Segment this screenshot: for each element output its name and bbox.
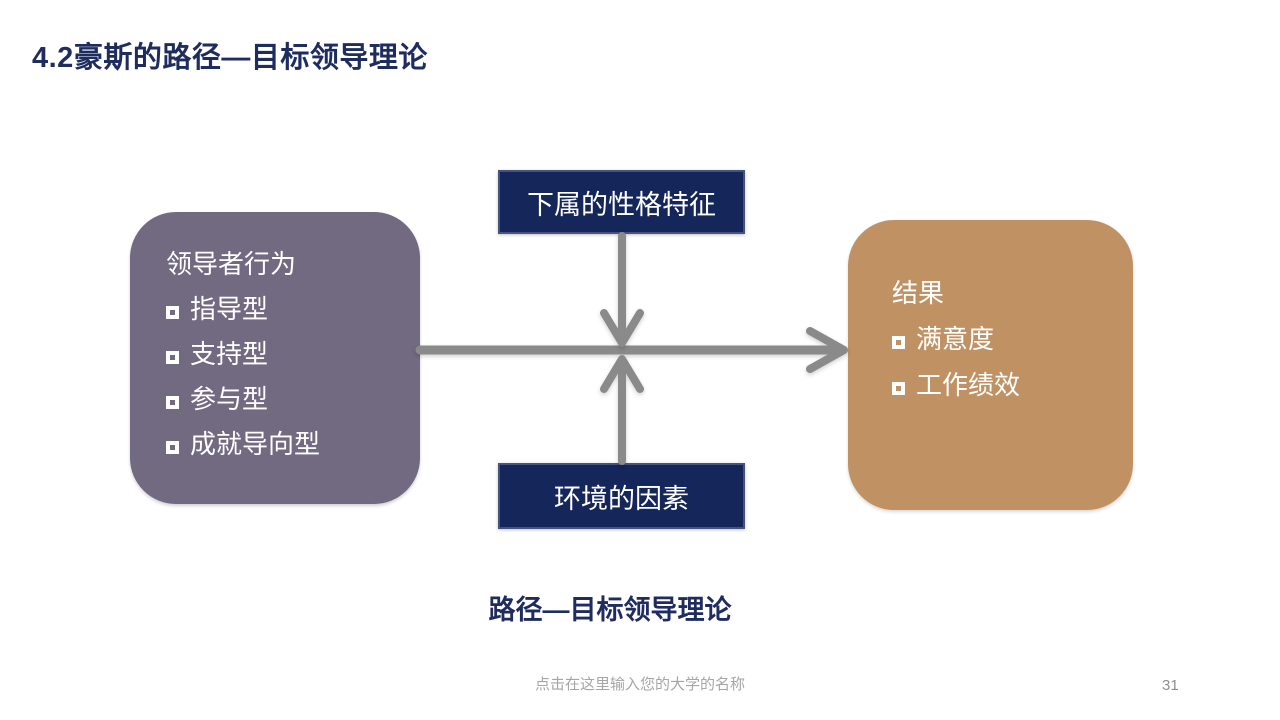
environment-factors-label: 环境的因素 [554, 483, 689, 514]
list-item: 工作绩效 [892, 362, 1113, 408]
checkbox-bullet-icon [166, 396, 179, 409]
result-box-title: 结果 [892, 278, 945, 308]
result-box: 结果 满意度 工作绩效 [848, 220, 1133, 510]
subordinate-traits-box: 下属的性格特征 [498, 170, 745, 234]
arrow-leader-to-result-icon [415, 327, 848, 373]
arrow-environment-factors-up-icon [600, 355, 644, 465]
checkbox-bullet-icon [892, 382, 905, 395]
arrow-subordinate-traits-down-icon [600, 232, 644, 347]
leader-behavior-box: 领导者行为 指导型 支持型 参与型 成就导向型 [130, 212, 420, 504]
footer-placeholder: 点击在这里输入您的大学的名称 [534, 676, 745, 693]
list-item: 指导型 [166, 287, 400, 332]
diagram-caption: 路径—目标领导理论 [488, 595, 732, 625]
list-item: 支持型 [166, 332, 400, 377]
list-item-label: 成就导向型 [190, 429, 321, 459]
leader-box-title: 领导者行为 [166, 249, 297, 279]
list-item: 成就导向型 [166, 422, 400, 467]
environment-factors-box: 环境的因素 [498, 463, 745, 529]
page-number: 31 [1162, 677, 1179, 694]
list-item-label: 参与型 [190, 384, 269, 414]
checkbox-bullet-icon [166, 351, 179, 364]
subordinate-traits-label: 下属的性格特征 [527, 189, 716, 220]
slide-title: 4.2豪斯的路径—目标领导理论 [32, 42, 428, 74]
list-item-label: 工作绩效 [916, 370, 1021, 400]
list-item-label: 支持型 [190, 339, 269, 369]
checkbox-bullet-icon [166, 306, 179, 319]
checkbox-bullet-icon [892, 336, 905, 349]
list-item-label: 满意度 [916, 324, 995, 354]
list-item-label: 指导型 [190, 294, 269, 324]
list-item: 参与型 [166, 377, 400, 422]
list-item: 满意度 [892, 316, 1113, 362]
checkbox-bullet-icon [166, 441, 179, 454]
